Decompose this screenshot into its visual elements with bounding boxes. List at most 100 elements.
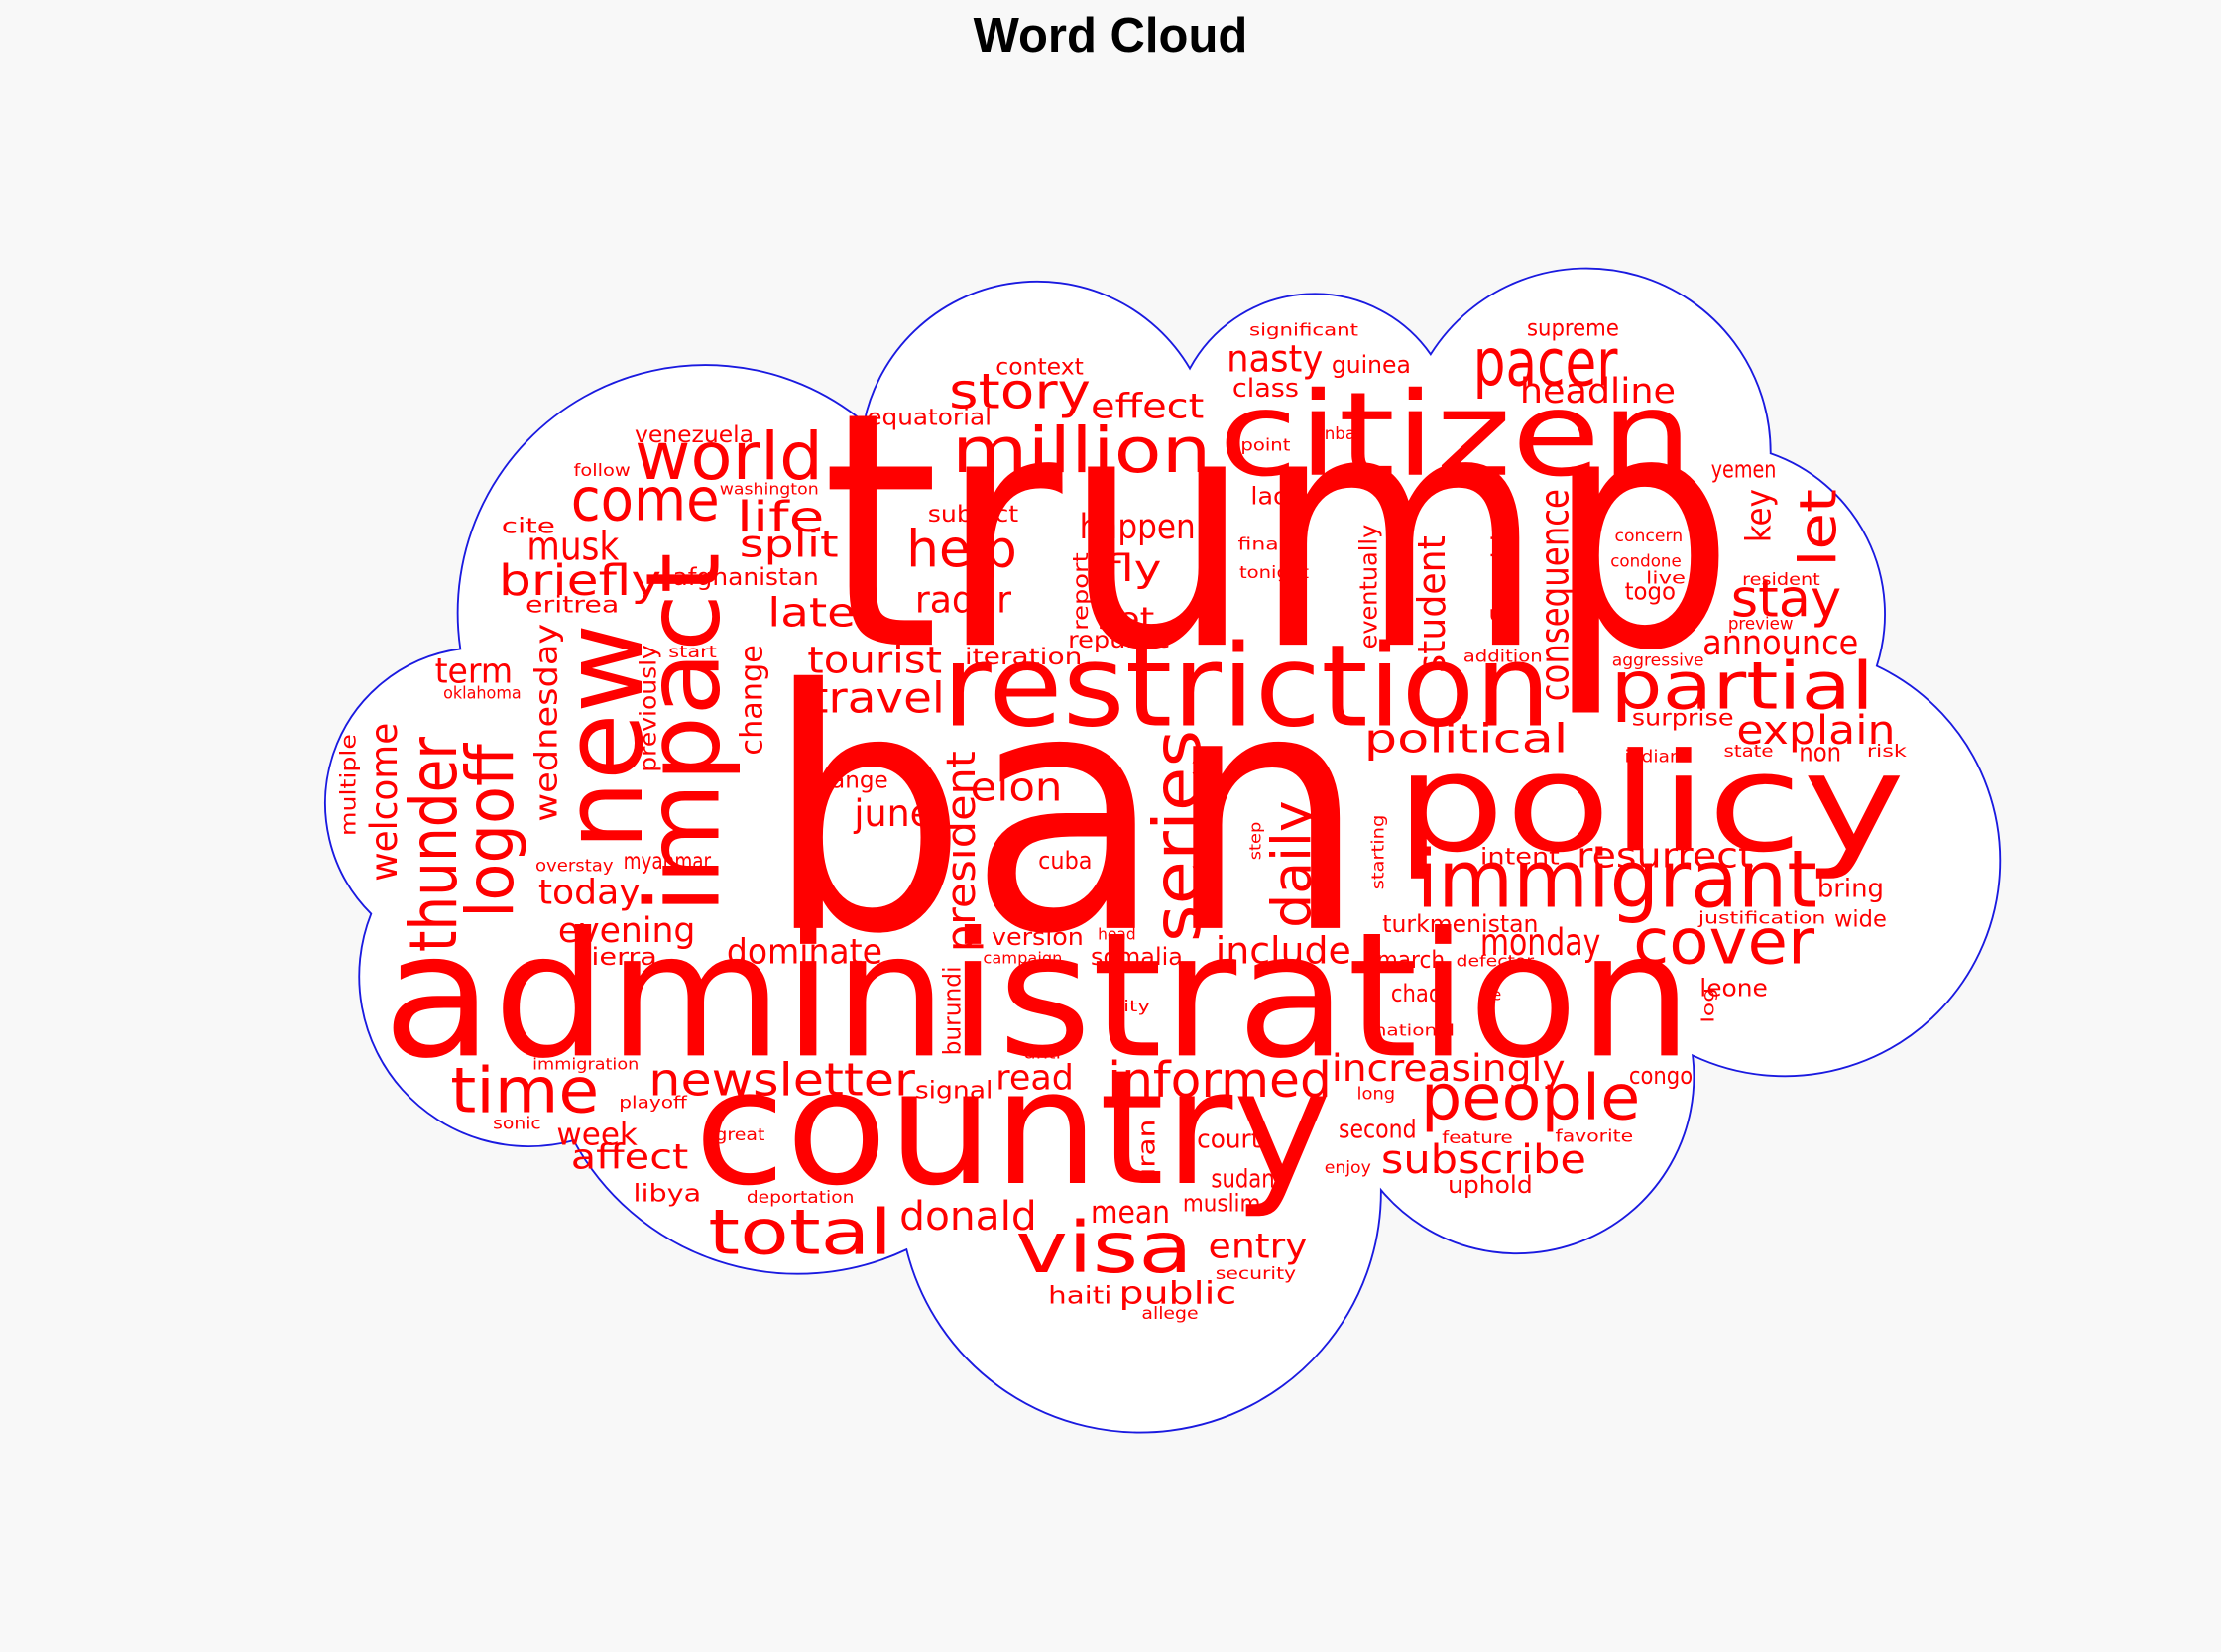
word-march: march (1377, 945, 1446, 974)
word-surprise: surprise (1632, 706, 1734, 732)
word-state: state (1724, 742, 1774, 762)
word-intent: intent (1480, 845, 1560, 871)
word-monday: monday (1480, 921, 1600, 964)
word-administration: administration (383, 895, 1693, 1097)
word-uphold: uphold (1448, 1170, 1533, 1199)
word-previously: previously (636, 645, 661, 772)
word-chad: chad (1391, 979, 1442, 1007)
word-enjoy: enjoy (1325, 1158, 1371, 1178)
word-visa: visa (1015, 1207, 1193, 1289)
cloud-mask-outline (324, 267, 2002, 1434)
word-great: great (715, 1125, 764, 1145)
word-tonight: tonight (1239, 563, 1309, 583)
word-consequence: consequence (1532, 489, 1578, 701)
word-overstay: overstay (535, 857, 614, 877)
word-turkmenistan: turkmenistan (1382, 909, 1538, 938)
word-court: court (1197, 1124, 1260, 1154)
word-allege: allege (1141, 1304, 1198, 1324)
word-supreme: supreme (1527, 316, 1619, 342)
word-defector: defector (1457, 951, 1535, 970)
word-term: term (435, 652, 514, 692)
word-cite: cite (502, 514, 555, 538)
word-informed: informed (1108, 1053, 1332, 1109)
word-dominate: dominate (727, 933, 882, 973)
word-series: series (1140, 730, 1216, 942)
word-new: new (540, 624, 668, 851)
word-newsletter: newsletter (648, 1053, 915, 1106)
word-sierra: sierra (576, 942, 656, 971)
word-trump: trump (822, 343, 1735, 722)
word-concern: concern (1615, 527, 1684, 546)
word-favorite: favorite (1556, 1127, 1634, 1147)
word-donald: donald (899, 1194, 1037, 1239)
word-second: second (1339, 1115, 1417, 1144)
word-wednesday: wednesday (528, 624, 564, 822)
word-nba: nba (1325, 424, 1355, 444)
word-eventually: eventually (1354, 525, 1383, 649)
word-subscribe: subscribe (1381, 1137, 1586, 1183)
word-june: june (853, 792, 932, 835)
word-fly: fly (1105, 547, 1161, 590)
word-read: read (995, 1059, 1074, 1099)
word-restriction: restriction (942, 621, 1551, 753)
word-change: change (735, 645, 770, 755)
word-ve: ve (1483, 986, 1502, 1004)
word-burundi: burundi (938, 966, 967, 1055)
word-live: live (1646, 569, 1686, 589)
word-anti: anti (1024, 1043, 1061, 1062)
word-non: non (1799, 738, 1841, 767)
word-cuba: cuba (1038, 846, 1092, 875)
word-nasty: nasty (1227, 337, 1323, 380)
word-wide: wide (1834, 906, 1887, 932)
word-version: version (992, 922, 1084, 951)
word-start: start (668, 643, 717, 662)
word-leone: leone (1699, 973, 1768, 1002)
word-oklahoma: oklahoma (443, 683, 522, 703)
word-thunder: thunder (397, 736, 472, 952)
word-explain: explain (1736, 708, 1895, 754)
word-mean: mean (1091, 1195, 1170, 1231)
word-feature: feature (1442, 1128, 1512, 1148)
word-million: million (952, 414, 1211, 487)
word-people: people (1421, 1062, 1640, 1134)
word-pacer: pacer (1473, 326, 1618, 402)
word-time: time (450, 1055, 599, 1127)
word-week: week (556, 1117, 638, 1152)
word-haiti: haiti (1048, 1280, 1111, 1309)
word-today: today (538, 874, 641, 913)
chart-title: Word Cloud (973, 9, 1248, 62)
word-come: come (571, 465, 720, 534)
word-preview: preview (1728, 614, 1794, 634)
word-afghanistan: afghanistan (673, 562, 819, 591)
word-togo: togo (1625, 576, 1676, 605)
word-ban: ban (764, 620, 1366, 1007)
word-split: split (740, 524, 839, 566)
word-addition: addition (1463, 647, 1543, 666)
word-indiana: indiana (1625, 748, 1694, 767)
word-signal: signal (915, 1075, 994, 1104)
word-head: head (1098, 924, 1136, 943)
word-follow: follow (574, 461, 631, 481)
word-student: student (1410, 535, 1455, 673)
word-republic: republic (1068, 628, 1170, 653)
word-final: final (1238, 534, 1285, 554)
word-myanmar: myanmar (624, 849, 712, 875)
word-equatorial: equatorial (867, 406, 992, 431)
words-group: trumpbanadministrationcountrypolicyrestr… (337, 316, 1907, 1324)
word-evening: evening (558, 911, 696, 951)
word-help: help (906, 521, 1016, 580)
word-entry: entry (1209, 1228, 1308, 1267)
word-president: president (939, 751, 985, 952)
word-iran: iran (1131, 1120, 1160, 1176)
word-laos: laos (1250, 482, 1301, 511)
word-immigrant: immigrant (1417, 833, 1817, 925)
word-multiple: multiple (337, 734, 362, 836)
word-muslim: muslim (1183, 1189, 1261, 1218)
word-logoff: logoff (453, 743, 528, 918)
word-musk: musk (526, 524, 620, 569)
word-policy: policy (1395, 725, 1905, 883)
word-sonic: sonic (493, 1115, 541, 1134)
word-point: point (1240, 435, 1290, 455)
word-national: national (1374, 1020, 1455, 1039)
word-elon: elon (971, 765, 1063, 810)
